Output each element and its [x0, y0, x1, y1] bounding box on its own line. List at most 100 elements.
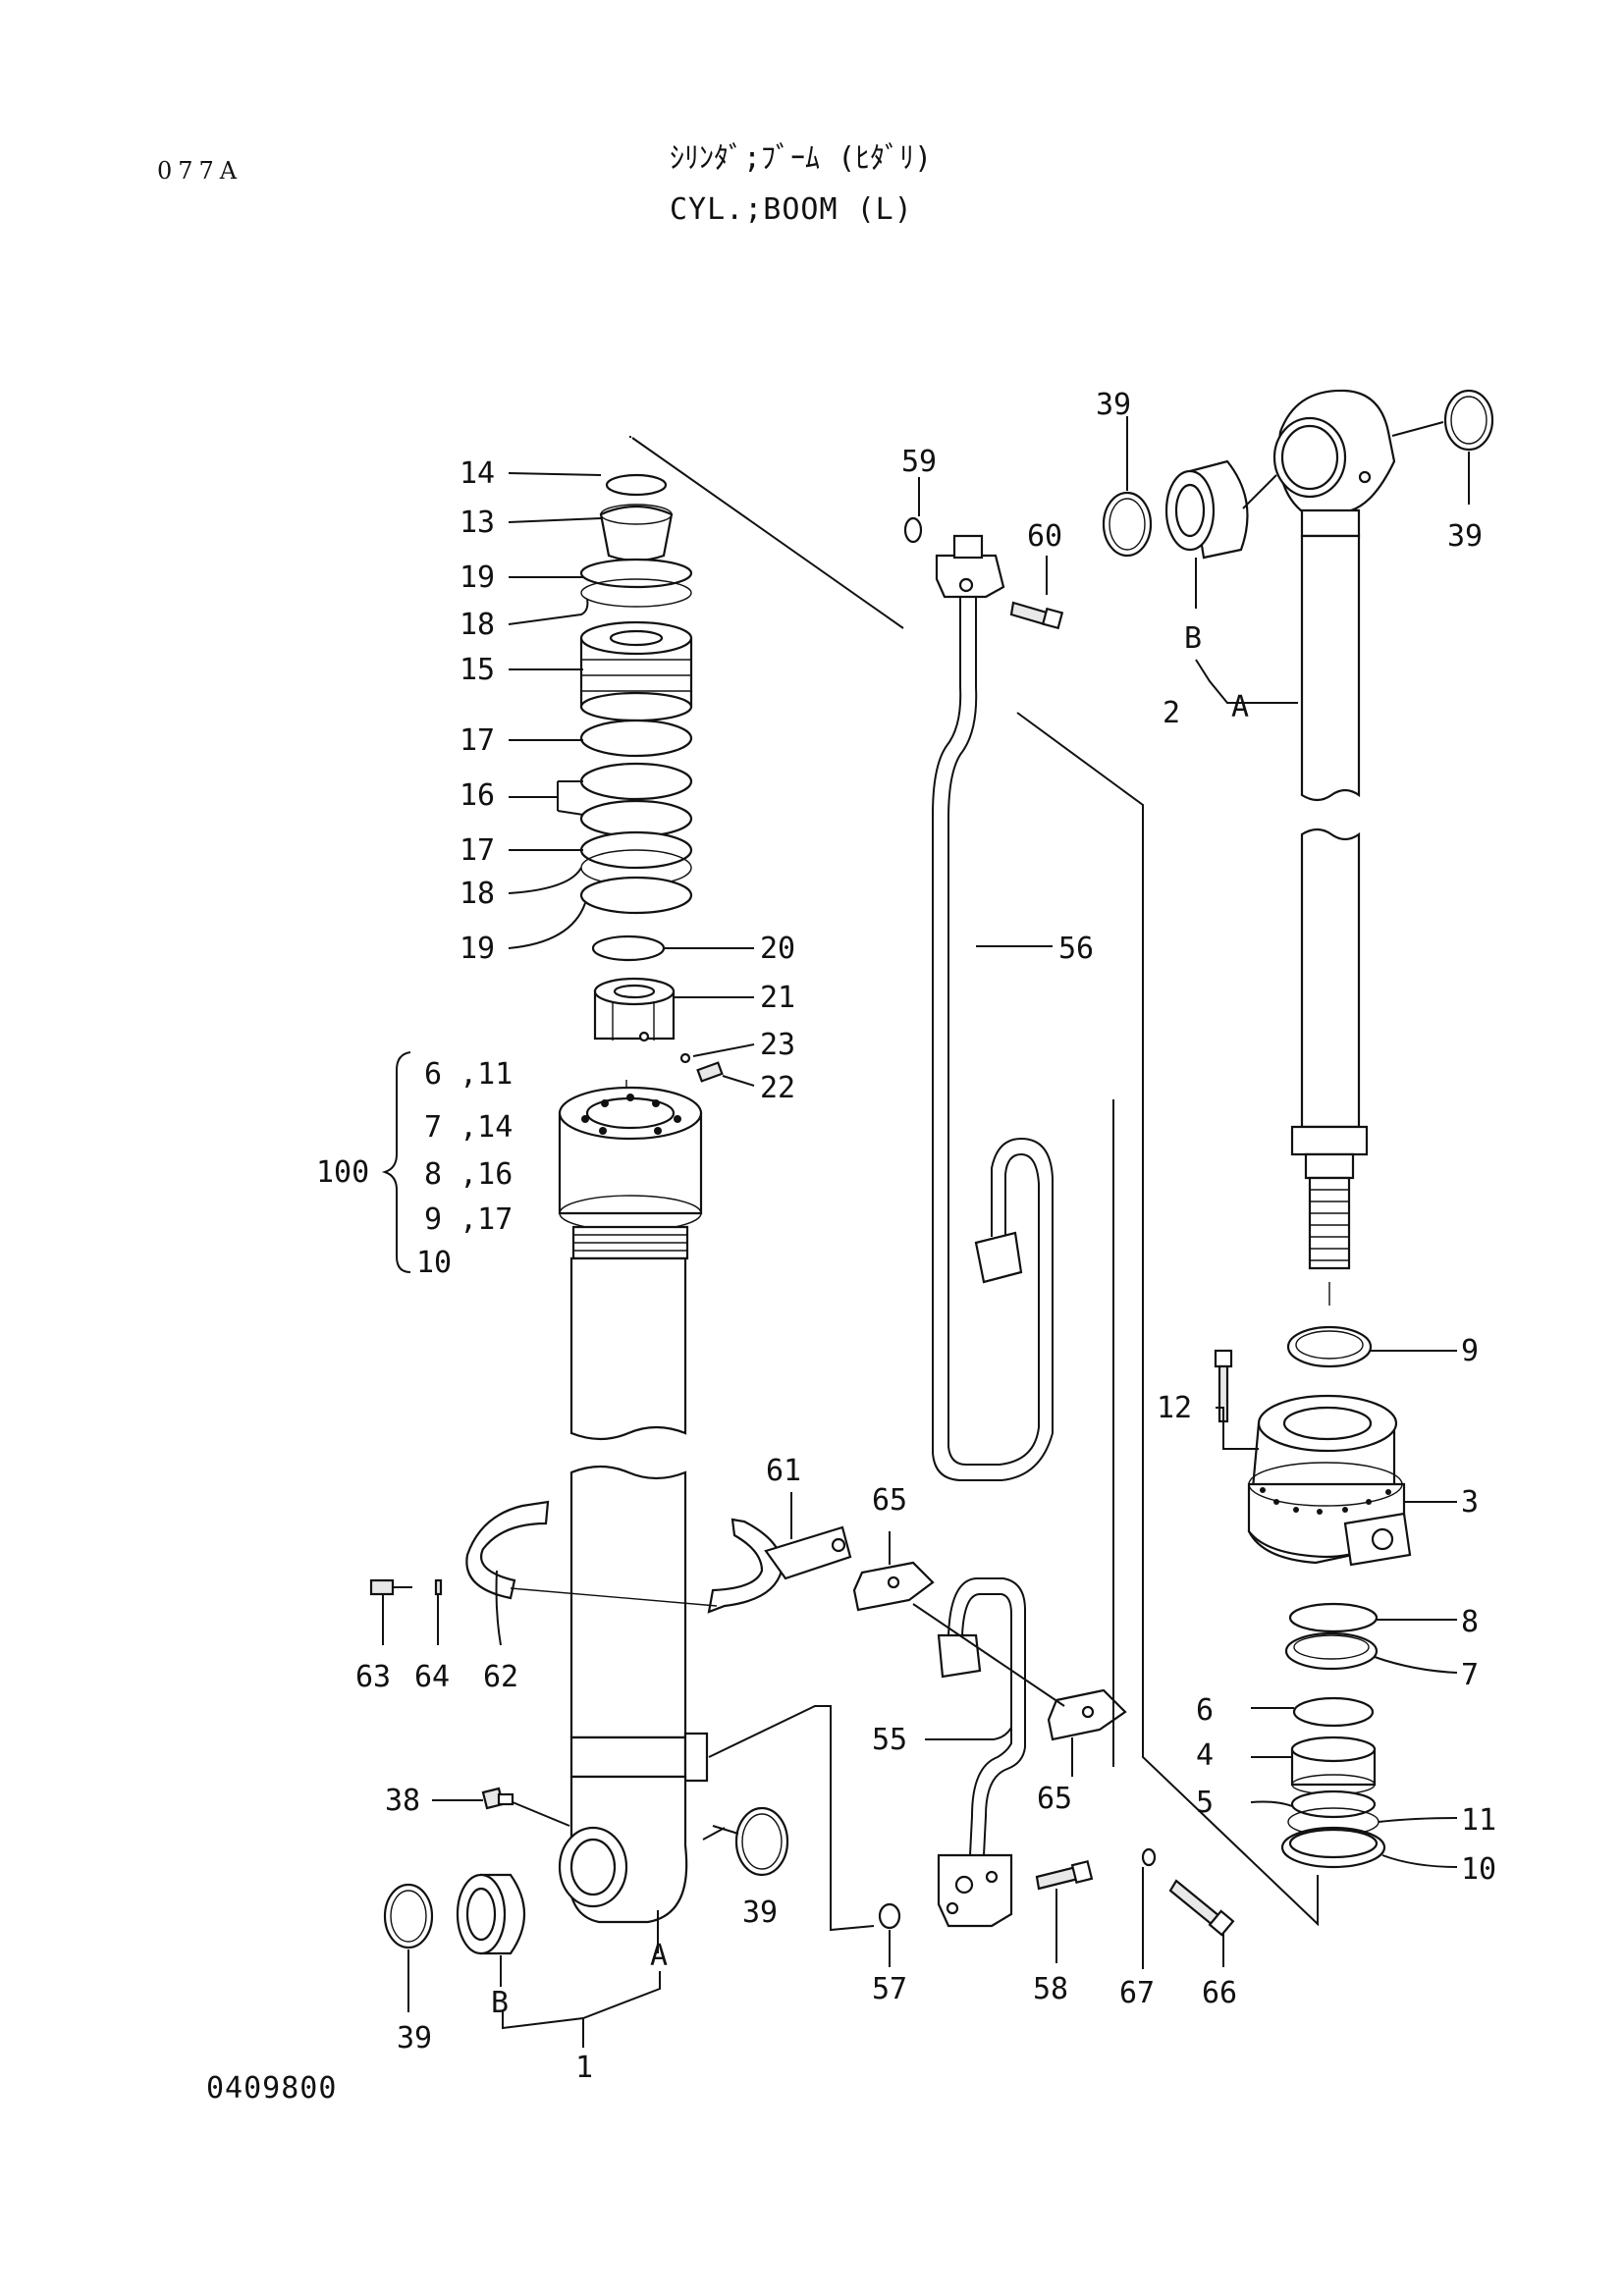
label-15: 15: [460, 653, 495, 687]
part-23-ball: [679, 1052, 691, 1064]
label-23: 23: [760, 1028, 795, 1062]
pipe-55-nut: [937, 1633, 982, 1679]
label-18b: 18: [460, 877, 495, 911]
label-A-upper: A: [1231, 690, 1249, 724]
part-39-seal-upper-right: [1443, 389, 1494, 452]
label-39-upper-left: 39: [1096, 388, 1131, 422]
page-code: 077A: [157, 157, 243, 185]
label-12: 12: [1157, 1391, 1192, 1425]
pipe-assembly: [852, 516, 1235, 1937]
clamp-assembly: [369, 1492, 852, 1646]
part-38-grease-fitting: [481, 1787, 570, 1827]
kit-row-1: 6 ,11: [424, 1057, 513, 1092]
title-english: CYL.;BOOM (L): [670, 192, 913, 227]
part-6-ring: [1292, 1696, 1375, 1728]
part-17-ring: [579, 719, 693, 758]
part-7-seal: [1284, 1631, 1379, 1671]
label-B-lower: B: [491, 1986, 509, 2020]
part-62-clamp: [465, 1500, 550, 1600]
label-61: 61: [766, 1454, 801, 1488]
label-10: 10: [1461, 1852, 1496, 1887]
label-39-upper-right: 39: [1447, 519, 1483, 554]
cylinder-tube-assembly: [558, 1086, 709, 1924]
part-61-bracket: [764, 1525, 852, 1580]
cylinder-head-parts: [1214, 1325, 1412, 1869]
label-22: 22: [760, 1071, 795, 1105]
label-7: 7: [1461, 1658, 1479, 1692]
label-11: 11: [1461, 1803, 1496, 1838]
part-16-ring: [579, 762, 693, 801]
label-18: 18: [460, 608, 495, 642]
part-59-oring: [903, 516, 923, 544]
label-14: 14: [460, 456, 495, 491]
label-9: 9: [1461, 1334, 1479, 1368]
kit-100-label: 100: [316, 1155, 369, 1190]
part-20-ring: [591, 934, 666, 962]
label-59: 59: [901, 445, 937, 479]
part-12-bolt-head: [1214, 1349, 1233, 1368]
cylinder-tube-upper: [569, 1256, 687, 1441]
label-38: 38: [385, 1784, 420, 1818]
assembly-guide-lines: [629, 436, 1319, 1932]
label-57: 57: [872, 1972, 907, 2006]
part-55-pipe: [947, 1577, 1026, 1856]
part-9-ring: [1286, 1325, 1373, 1368]
bottom-left-bushing: [383, 1873, 526, 1955]
label-60: 60: [1027, 519, 1062, 554]
piston-seal-stack: [579, 473, 724, 1099]
piston-rod-lower: [1300, 828, 1361, 1129]
label-63: 63: [355, 1660, 391, 1694]
part-60-bolt: [1009, 601, 1049, 626]
right-head-leaders: [1216, 1350, 1458, 1868]
part-5-snap-ring: [1290, 1789, 1377, 1819]
part-1-bracket: [500, 1910, 661, 2048]
kit-row-5: 10: [416, 1246, 452, 1280]
label-66: 66: [1202, 1976, 1237, 2010]
piston-rod-assembly: [1272, 389, 1396, 1306]
part-8-seal: [1288, 1602, 1379, 1633]
label-65-upper: 65: [872, 1483, 907, 1518]
label-2: 2: [1163, 696, 1180, 730]
label-5: 5: [1196, 1786, 1214, 1820]
part-16-ring-b: [579, 799, 693, 838]
label-19: 19: [460, 561, 495, 595]
label-20: 20: [760, 932, 795, 966]
kit-row-4: 9 ,17: [424, 1202, 513, 1237]
label-56: 56: [1058, 932, 1094, 966]
left-stack-leaders: [508, 472, 755, 1087]
part-13-sleeve: [599, 505, 674, 562]
label-67: 67: [1119, 1976, 1155, 2010]
pipe-leaders: [889, 477, 1224, 1969]
part-19-ring: [579, 558, 693, 589]
label-B-upper: B: [1184, 621, 1202, 656]
kit-row-3: 8 ,16: [424, 1157, 513, 1192]
drawing-number: 0409800: [206, 2071, 338, 2106]
label-21: 21: [760, 981, 795, 1015]
label-17b: 17: [460, 833, 495, 868]
label-65-lower: 65: [1037, 1782, 1072, 1816]
label-17: 17: [460, 723, 495, 758]
label-62: 62: [483, 1660, 518, 1694]
part-66-bolt: [1168, 1879, 1221, 1928]
label-64: 64: [414, 1660, 450, 1694]
kit-row-2: 7 ,14: [424, 1110, 513, 1145]
part-22-setscrew: [696, 1061, 724, 1083]
label-4: 4: [1196, 1738, 1214, 1773]
label-1: 1: [575, 2051, 593, 2085]
title-japanese: ｼﾘﾝﾀﾞ;ﾌﾞｰﾑ (ﾋﾀﾞﾘ): [670, 141, 933, 176]
pipe-56-top-flange: [935, 554, 1005, 599]
label-8: 8: [1461, 1605, 1479, 1639]
part-39-seal-upper-left: [1102, 491, 1153, 558]
cylinder-tube-lower: [569, 1465, 687, 1739]
label-39-lower-left: 39: [397, 2021, 432, 2056]
part-57-oring: [878, 1902, 901, 1930]
piston-rod-upper: [1300, 534, 1361, 802]
piston-rod-thread: [1308, 1176, 1351, 1270]
part-67-washer: [1141, 1847, 1157, 1867]
label-58: 58: [1033, 1972, 1068, 2006]
part-39-seal-lower-right: [734, 1806, 789, 1877]
label-55: 55: [872, 1723, 907, 1757]
part-56-pipe: [932, 589, 1054, 1481]
part-18-ring: [580, 578, 692, 608]
